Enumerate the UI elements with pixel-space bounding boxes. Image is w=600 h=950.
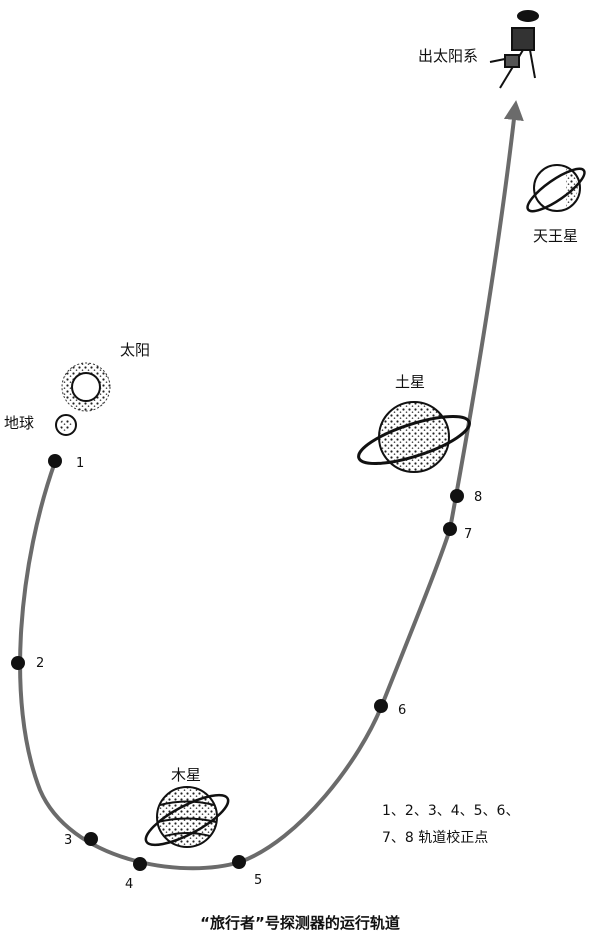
diagram-caption: “旅行者”号探测器的运行轨道 <box>200 914 400 932</box>
point-number-1: 1 <box>76 456 85 471</box>
point-number-2: 2 <box>36 656 45 671</box>
earth-icon <box>55 414 77 436</box>
correction-point-8 <box>450 489 464 503</box>
sun-label: 太阳 <box>120 341 151 359</box>
correction-point-7 <box>443 522 457 536</box>
exit-solar-system-label: 出太阳系 <box>418 47 479 65</box>
correction-point-1 <box>48 454 62 468</box>
point-number-6: 6 <box>398 703 407 718</box>
correction-point-6 <box>374 699 388 713</box>
point-number-7: 7 <box>464 527 473 542</box>
uranus-icon <box>526 164 586 213</box>
legend-line-1: 1、2、3、4、5、6、 <box>382 803 520 819</box>
jupiter-label: 木星 <box>171 766 202 784</box>
saturn-label: 土星 <box>395 373 426 391</box>
legend-line-2: 7、8 轨道校正点 <box>382 830 489 846</box>
saturn-icon <box>357 401 471 473</box>
point-number-8: 8 <box>474 490 483 505</box>
earth-label: 地球 <box>4 414 35 432</box>
point-number-4: 4 <box>125 877 134 892</box>
jupiter-icon <box>144 786 230 848</box>
point-number-5: 5 <box>254 873 263 888</box>
legend: 1、2、3、4、5、6、 7、8 轨道校正点 <box>382 798 519 852</box>
uranus-label: 天王星 <box>533 227 579 245</box>
correction-point-2 <box>11 656 25 670</box>
sun-icon <box>61 362 111 412</box>
correction-point-4 <box>133 857 147 871</box>
correction-point-5 <box>232 855 246 869</box>
voyager-probe-icon <box>489 10 539 89</box>
point-number-3: 3 <box>64 833 73 848</box>
correction-points <box>11 454 464 871</box>
correction-point-3 <box>84 832 98 846</box>
trajectory-path <box>18 100 524 871</box>
